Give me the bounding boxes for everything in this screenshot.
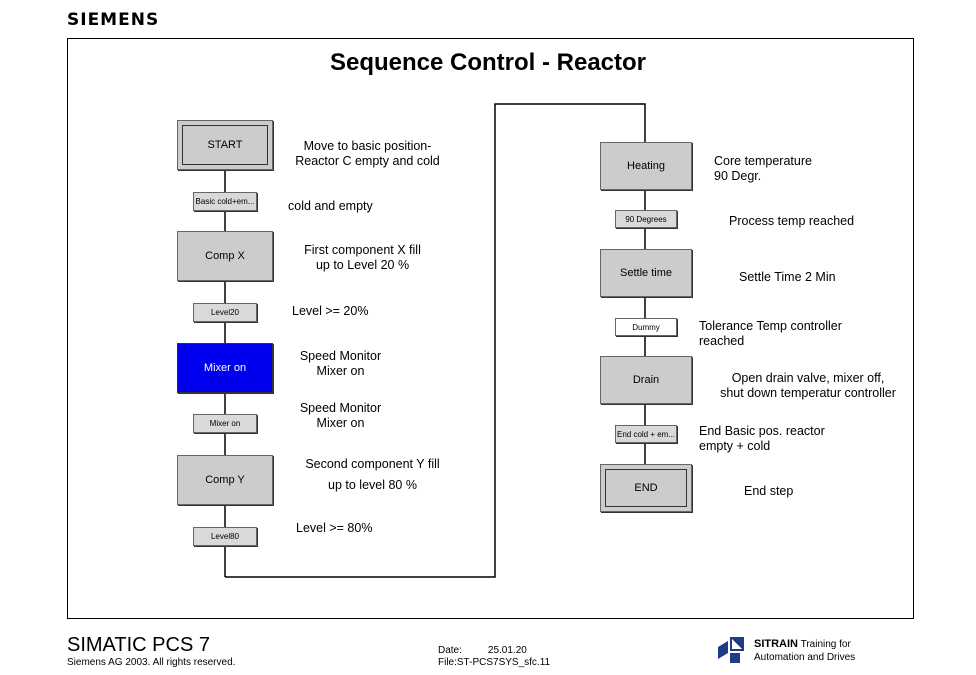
- transition-level80-note: Level >= 80%: [296, 521, 373, 535]
- step-start-note: Move to basic position-Reactor C empty a…: [295, 139, 440, 168]
- step-heating[interactable]: Heating: [600, 142, 692, 190]
- transition-level20[interactable]: Level20: [193, 303, 257, 322]
- product-name: SIMATIC PCS 7: [67, 634, 210, 656]
- step-comp-y[interactable]: Comp Y: [177, 455, 273, 505]
- copyright: Siemens AG 2003. All rights reserved.: [67, 657, 236, 668]
- transition-level20-note: Level >= 20%: [292, 304, 369, 318]
- diagram-title: Sequence Control - Reactor: [329, 49, 647, 76]
- siemens-logo: SIEMENS: [67, 10, 160, 30]
- step-start[interactable]: START: [177, 120, 273, 170]
- transition-end-cold-empty[interactable]: End cold + em...: [615, 425, 677, 443]
- transition-basic-cold-empty-note: cold and empty: [288, 199, 373, 213]
- step-settle-time-note: Settle Time 2 Min: [739, 270, 836, 284]
- sitrain-text: SITRAIN Training for Automation and Driv…: [754, 638, 856, 663]
- document-info: Date:25.01.20 File:ST-PCS7SYS_sfc.11: [438, 645, 551, 668]
- step-drain-note: Open drain valve, mixer off,shut down te…: [720, 371, 896, 400]
- step-end-note: End step: [744, 484, 794, 498]
- transition-mixer-on[interactable]: Mixer on: [193, 414, 257, 433]
- step-drain[interactable]: Drain: [600, 356, 692, 404]
- transition-90-degrees-note: Process temp reached: [729, 214, 855, 228]
- step-mixer-on[interactable]: Mixer on: [177, 343, 273, 393]
- sitrain-logo-icon: [718, 637, 744, 663]
- step-comp-x[interactable]: Comp X: [177, 231, 273, 281]
- transition-90-degrees[interactable]: 90 Degrees: [615, 210, 677, 228]
- step-end[interactable]: END: [600, 464, 692, 512]
- transition-level80[interactable]: Level80: [193, 527, 257, 546]
- transition-basic-cold-empty[interactable]: Basic cold+em...: [193, 192, 257, 211]
- diagram-frame: [67, 38, 914, 619]
- transition-dummy[interactable]: Dummy: [615, 318, 677, 336]
- step-settle-time[interactable]: Settle time: [600, 249, 692, 297]
